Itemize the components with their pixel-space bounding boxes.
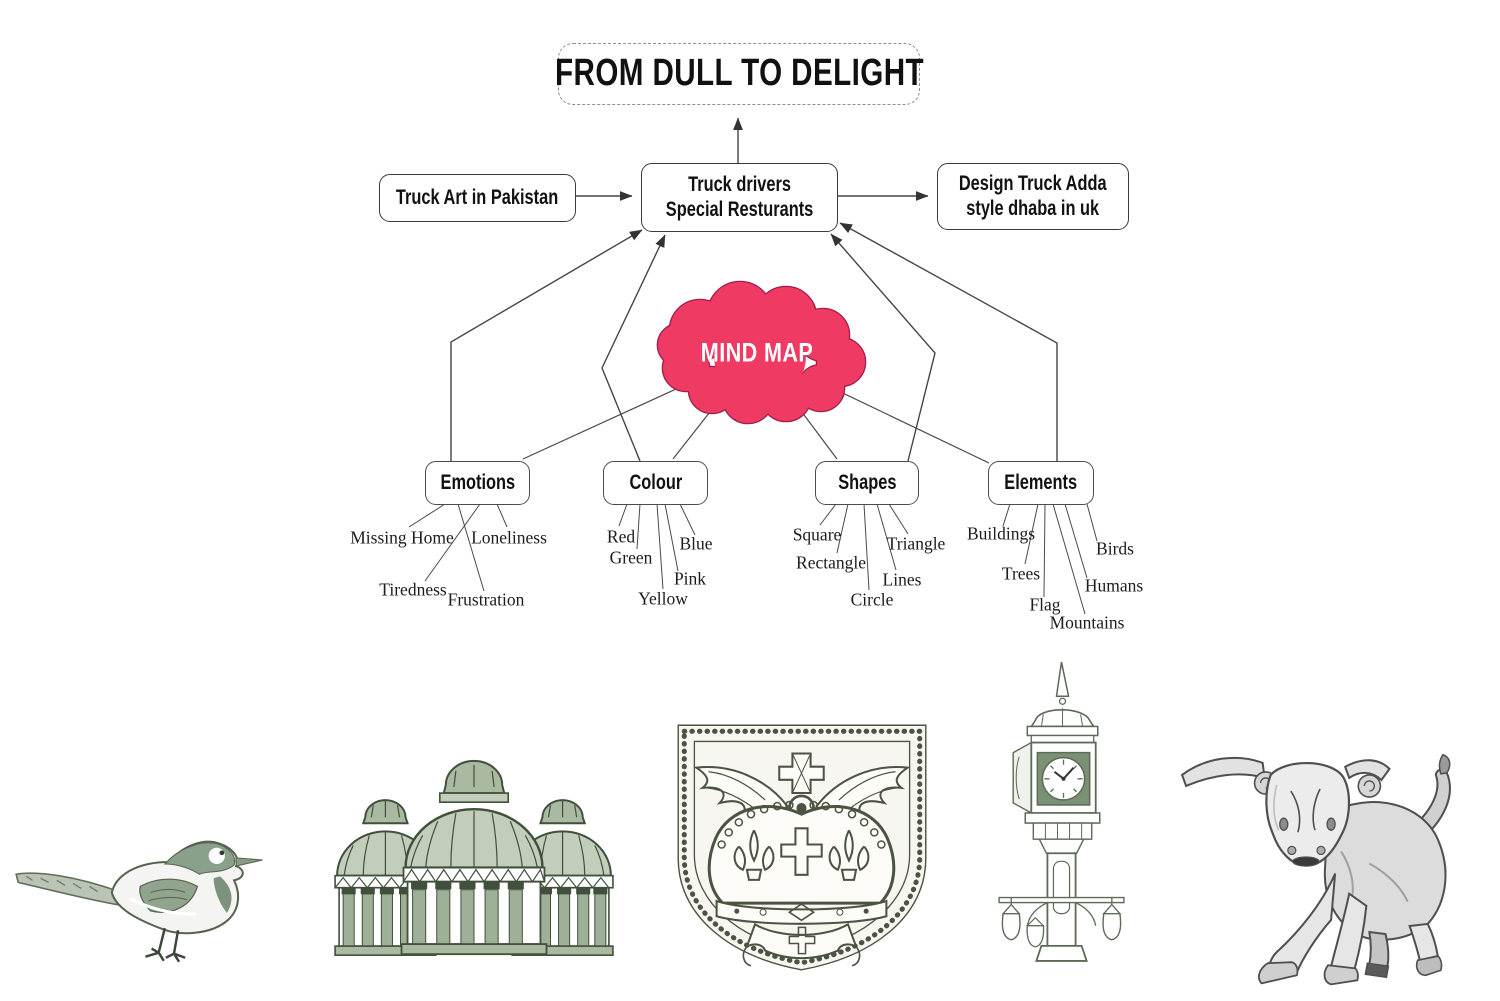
node-truck-art-in-pakistan: Truck Art in Pakistan	[379, 174, 576, 222]
domed-building-sketch	[334, 759, 614, 956]
page-title: FROM DULL TO DELIGHT	[554, 52, 924, 95]
bull-illustration	[1172, 732, 1464, 995]
leaf-square: Square	[792, 524, 842, 545]
leaf-mountains: Mountains	[1049, 612, 1125, 633]
leaf-rectangle: Rectangle	[796, 552, 866, 573]
edge-elements-to-center	[839, 222, 1058, 461]
crown-emblem-illustration	[658, 708, 946, 988]
leaf-humans: Humans	[1084, 575, 1144, 596]
edge-emotions-to-center	[450, 229, 643, 461]
leaf-lines	[408, 503, 1098, 615]
node-truck-drivers-restaurants: Truck drivers Special Resturants	[641, 163, 838, 232]
leaf-pink: Pink	[673, 568, 707, 589]
leaf-blue: Blue	[679, 533, 713, 554]
node-elements: Elements	[988, 461, 1094, 505]
leaf-circle: Circle	[850, 589, 894, 610]
leaf-red: Red	[606, 526, 636, 547]
bull-sketch	[1180, 753, 1451, 986]
leaf-buildings: Buildings	[966, 523, 1036, 544]
leaf-tiredness: Tiredness	[379, 579, 447, 600]
edge-shapes-to-center	[830, 233, 936, 462]
edge-colour-to-center	[601, 234, 666, 462]
leaf-birds: Birds	[1096, 538, 1134, 559]
leaf-flag: Flag	[1029, 594, 1061, 615]
title-box: FROM DULL TO DELIGHT	[555, 43, 923, 105]
node-emotions: Emotions	[425, 461, 530, 505]
domed-building-illustration	[323, 743, 625, 968]
leaf-triangle: Triangle	[886, 533, 946, 554]
leaf-yellow: Yellow	[638, 588, 688, 609]
leaf-missing-home: Missing Home	[350, 527, 454, 548]
node-colour: Colour	[603, 461, 708, 505]
leaf-frustration: Frustration	[447, 589, 525, 610]
clock-tower-sketch	[998, 661, 1125, 962]
leaf-trees: Trees	[1001, 563, 1041, 584]
connector-lines	[408, 117, 1098, 615]
leaf-loneliness: Loneliness	[471, 527, 547, 548]
node-shapes: Shapes	[815, 461, 919, 505]
node-design-truck-adda: Design Truck Adda style dhaba in uk	[937, 163, 1129, 230]
bird-illustration	[10, 812, 285, 972]
leaf-lines: Lines	[882, 569, 922, 590]
mind-map-cloud	[656, 280, 867, 425]
bird-sketch	[15, 840, 263, 963]
crown-emblem-sketch	[677, 724, 927, 971]
cloud-label: MIND MAP	[700, 337, 814, 368]
clock-tower-illustration	[982, 656, 1140, 973]
leaf-green: Green	[609, 547, 653, 568]
